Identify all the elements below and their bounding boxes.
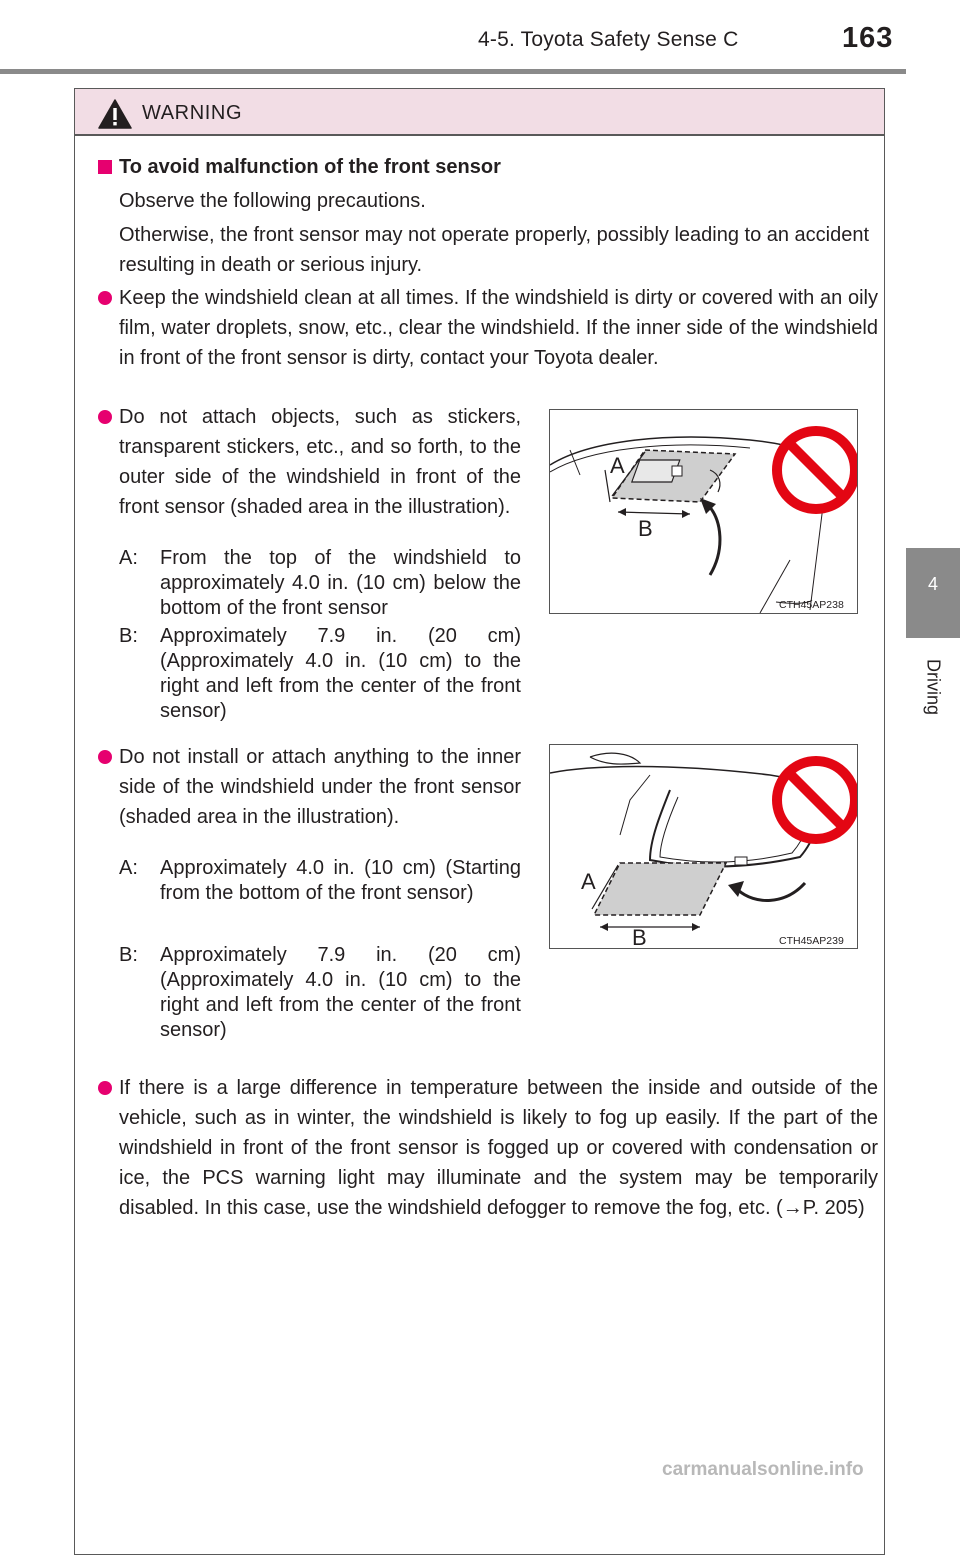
warning-section-title: To avoid malfunction of the front sensor: [119, 156, 501, 178]
bullet-outer-side: Do not attach objects, such as stickers,…: [119, 406, 521, 518]
figure-inner-windshield: A B CTH45AP239: [549, 744, 860, 950]
chapter-label-text: Driving: [923, 658, 944, 716]
warning-triangle-icon: [98, 99, 132, 129]
definition-label: A:: [119, 547, 138, 569]
definition-b-outer: B: Approximately 7.9 in. (20 cm) (Approx…: [119, 624, 521, 724]
figure-label-a: A: [581, 869, 596, 894]
bullet-marker: [98, 1081, 112, 1095]
watermark: carmanualsonline.info: [662, 1459, 864, 1480]
illustration-inner-windshield: [549, 752, 860, 931]
figure-code: CTH45AP239: [779, 935, 844, 947]
definition-label: B:: [119, 944, 138, 966]
bullet-marker: [98, 410, 112, 424]
chapter-number: 4: [927, 574, 938, 594]
header-rule: [0, 69, 906, 74]
chapter-label: Driving: [906, 642, 960, 732]
bullet-inner-side: Do not install or attach anything to the…: [119, 746, 521, 828]
warning-title: WARNING: [142, 102, 243, 124]
intro-line-1: Observe the following precautions.: [119, 190, 426, 212]
definition-text: Approximately 4.0 in. (10 cm) (Starting …: [160, 857, 521, 904]
figure-code: CTH45AP238: [779, 599, 844, 611]
illustration-outer-windshield: [549, 426, 860, 614]
definition-text: Approximately 7.9 in. (20 cm) (Approxima…: [160, 944, 521, 1041]
definition-text: Approximately 7.9 in. (20 cm) (Approxima…: [160, 625, 521, 722]
section-title: 4-5. Toyota Safety Sense C: [478, 28, 739, 51]
definition-label: A:: [119, 857, 138, 879]
bullet-marker: [98, 750, 112, 764]
chapter-tab: 4: [906, 548, 960, 638]
bullet-marker: [98, 291, 112, 305]
definition-a-inner: A: Approximately 4.0 in. (10 cm) (Starti…: [119, 856, 521, 906]
definition-b-inner: B: Approximately 7.9 in. (20 cm) (Approx…: [119, 943, 521, 1043]
definition-a-outer: A: From the top of the windshield to app…: [119, 546, 521, 621]
figure-label-b: B: [638, 516, 653, 541]
bullet-fog: If there is a large difference in temper…: [119, 1077, 878, 1219]
warning-header-rule: [74, 134, 885, 136]
intro-line-2: Otherwise, the front sensor may not oper…: [119, 224, 870, 276]
definition-text: From the top of the windshield to approx…: [160, 547, 521, 619]
section-square-marker: [98, 160, 112, 174]
warning-header: [75, 89, 884, 134]
figure-label-a: A: [610, 453, 625, 478]
page-number: 163: [842, 22, 894, 54]
figure-label-b: B: [632, 925, 647, 950]
bullet-clean-windshield: Keep the windshield clean at all times. …: [119, 287, 878, 369]
definition-label: B:: [119, 625, 138, 647]
figure-outer-windshield: A B CTH45AP238: [549, 409, 860, 614]
